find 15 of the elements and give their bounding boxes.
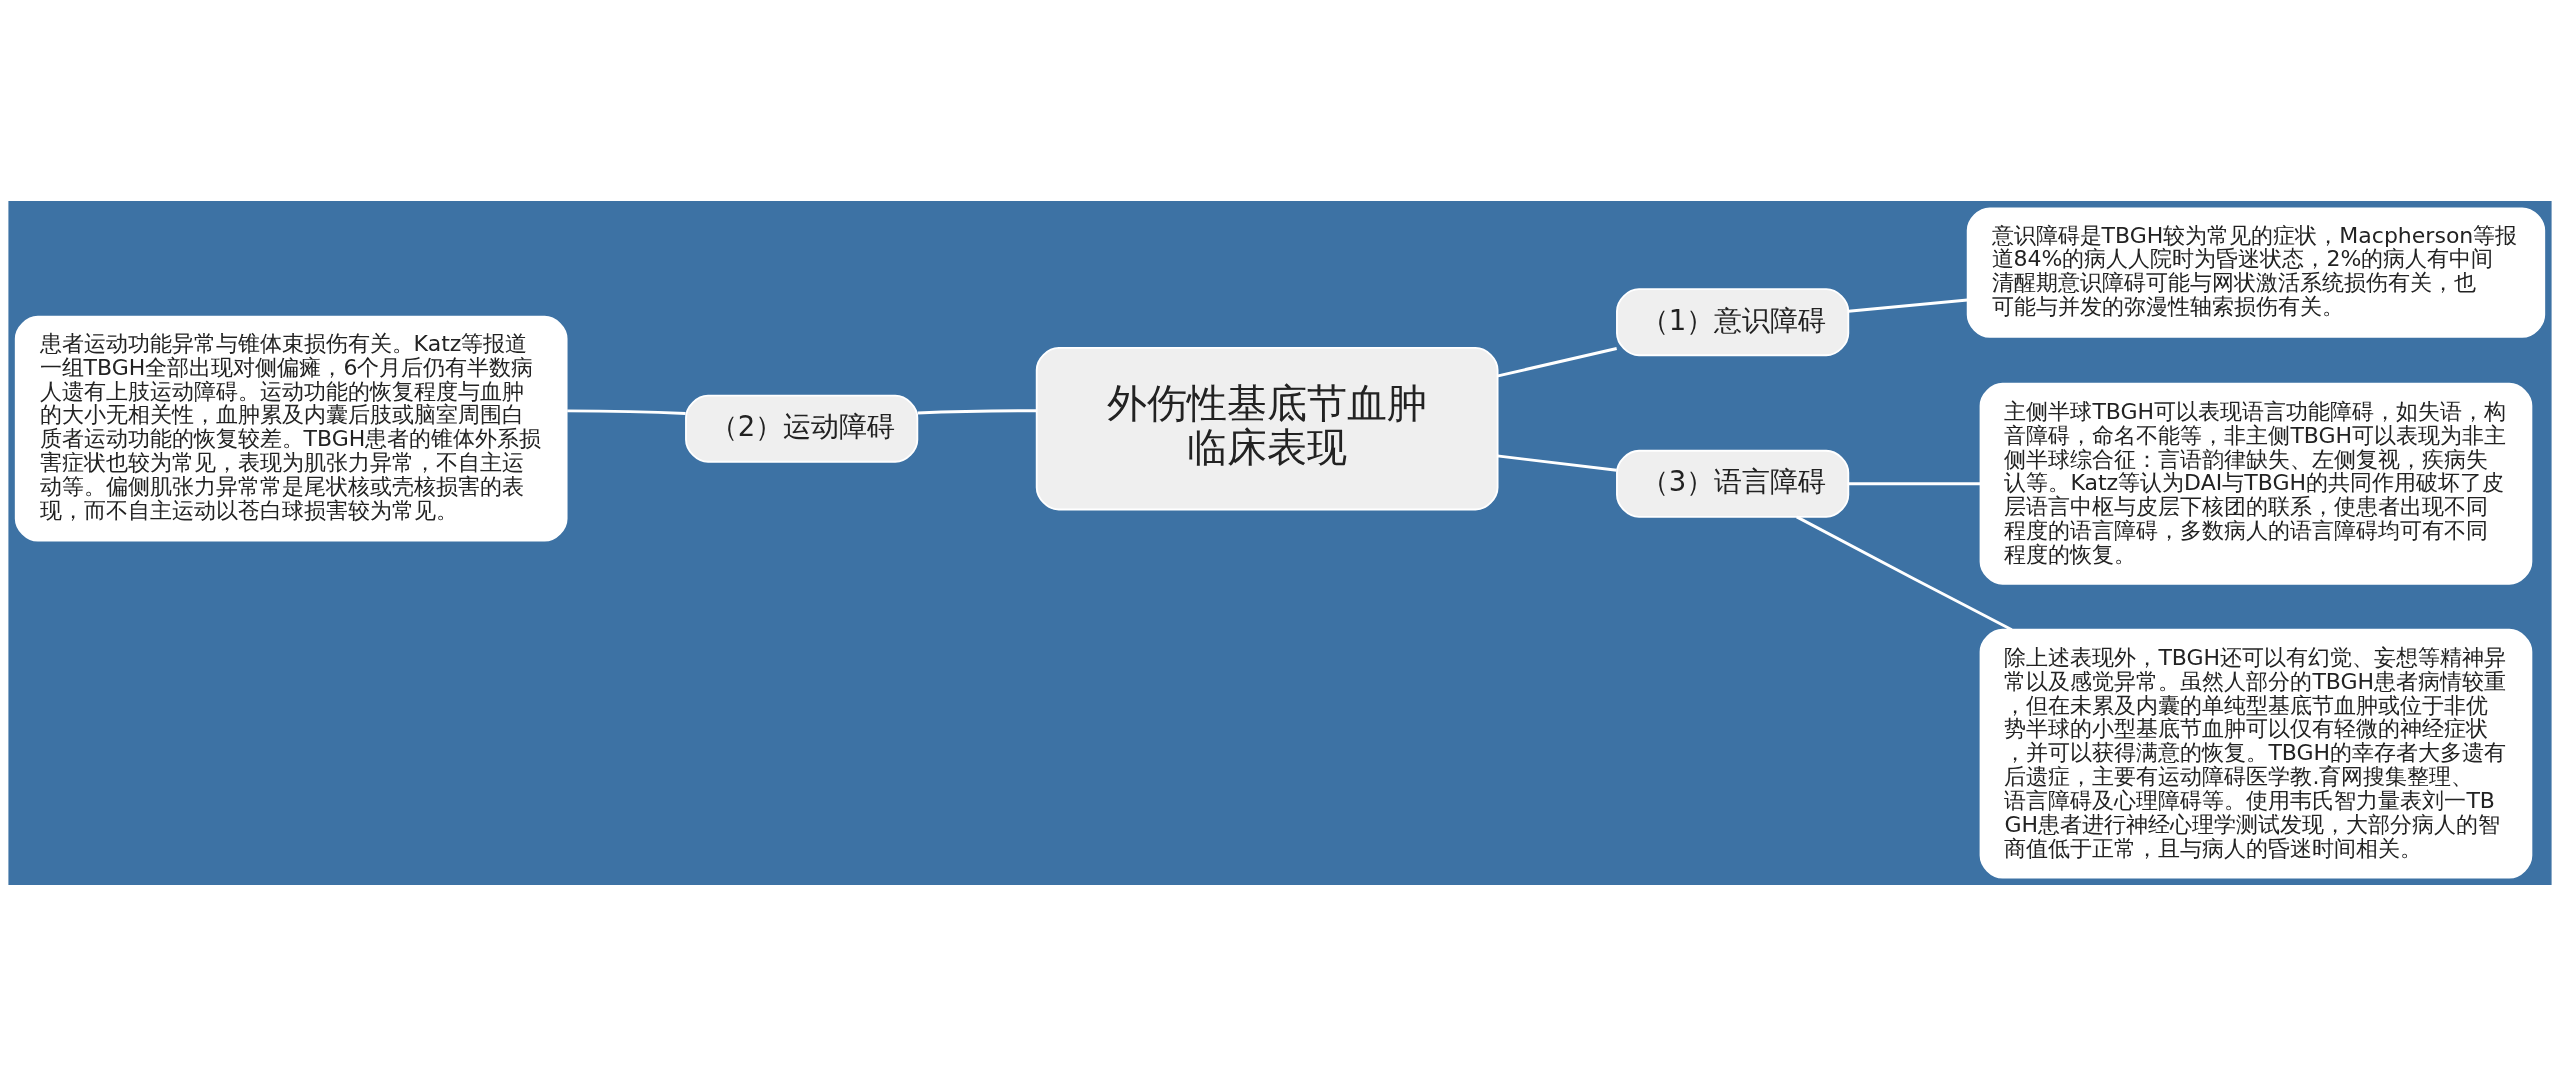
node-box: 患者运动功能异常与锥体束损伤有关。Katz等报道一组TBGH全部出现对侧偏瘫，6个月后仍有半数病人遗有上肢运动障碍。运动功能的恢复程度与血肿的大小无相关性，血肿累及内囊后肢或脑室周围白质者运动功能的恢复较差。TBGH患者的锥体外系损害症状也较为常见，表现为肌张力异常，不自主运动等。偏侧肌张力异常常是尾状核或壳核损害的表现，而不自主运动以苍白球损害较为常见。 [14,315,568,542]
node-box: （3）语言障碍 [1616,449,1850,518]
connector [1796,515,2013,631]
node-box: 意识障碍是TBGH较为常见的症状，Macpherson等报道84%的病人人院时为昏迷状态，2%的病人有中间清醒期意识障碍可能与网状激活系统损伤有关，也可能与并发的弥漫性轴索损伤有关。 [1966,206,2546,338]
connector [1848,481,1981,485]
connector [1497,454,1617,472]
node-box: 除上述表现外，TBGH还可以有幻觉、妄想等精神异常以及感觉异常。虽然人部分的TBGH患者病情较重，但在未累及内囊的单纯型基底节血肿或位于非优势半球的小型基底节血肿可以仅有轻微的神经症状，并可以获得满意的恢复。TBGH的幸存者大多遗有后遗症，主要有运动障碍医学教.育网搜集整理、语言障碍及心理障碍等。使用韦氏智力量表刘一TBGH患者进行神经心理学测试发现，大部分病人的智商值低于正常，且与病人的昏迷时间相关。 [1979,628,2533,879]
node-box: 外伤性基底节血肿临床表现 [1035,346,1499,510]
connector [1848,298,1968,313]
connector [1497,346,1617,377]
node-box: 主侧半球TBGH可以表现语言功能障碍，如失语，构音障碍，命名不能等，非主侧TBGH可以表现为非主侧半球综合征：言语韵律缺失、左侧复视，疾病失认等。Katz等认为DAI与TBGH的共同作用破坏了皮层语言中枢与皮层下核团的联系，使患者出现不同程度的语言障碍，多数病人的语言障碍均可有不同程度的恢复。 [1979,382,2533,585]
node-box: （2）运动障碍 [685,394,919,463]
node-box: （1）意识障碍 [1616,287,1850,356]
connector [917,408,1037,414]
connector [567,408,686,415]
